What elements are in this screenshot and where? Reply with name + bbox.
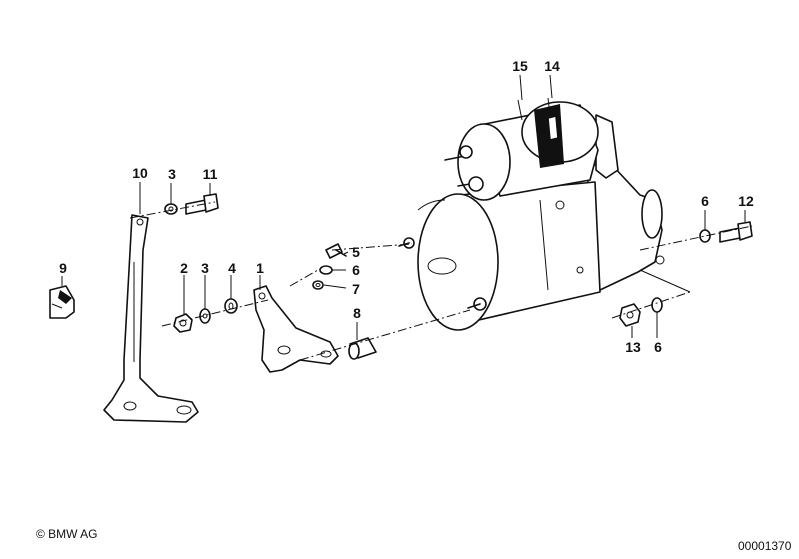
callout-5: 5 [352,244,360,260]
callout-11: 11 [202,166,218,182]
assembly-lines [129,201,753,361]
callout-10: 10 [132,165,148,181]
callout-9: 9 [59,260,67,276]
callout-3-top: 3 [168,166,176,182]
clip-9 [49,285,75,319]
callout-6-bottom: 6 [654,339,662,355]
callout-14: 14 [544,58,560,74]
drawing-number: 00001370 [738,539,792,553]
callout-15: 15 [512,58,528,74]
callout-3-mid: 3 [201,260,209,276]
bracket-10 [103,214,199,423]
solenoid-switch [444,97,599,201]
starter-motor [398,114,665,331]
copyright-text: © BMW AG [36,527,98,541]
callout-8: 8 [353,305,361,321]
bracket-1 [253,285,339,373]
leader-lines [61,74,746,340]
callout-13: 13 [625,339,641,355]
callout-7: 7 [352,281,360,297]
callout-2: 2 [180,260,188,276]
callout-6-right: 6 [701,193,709,209]
callout-12: 12 [738,193,754,209]
callout-1: 1 [256,260,264,276]
callout-6-left: 6 [352,262,360,278]
callout-4: 4 [228,260,236,276]
